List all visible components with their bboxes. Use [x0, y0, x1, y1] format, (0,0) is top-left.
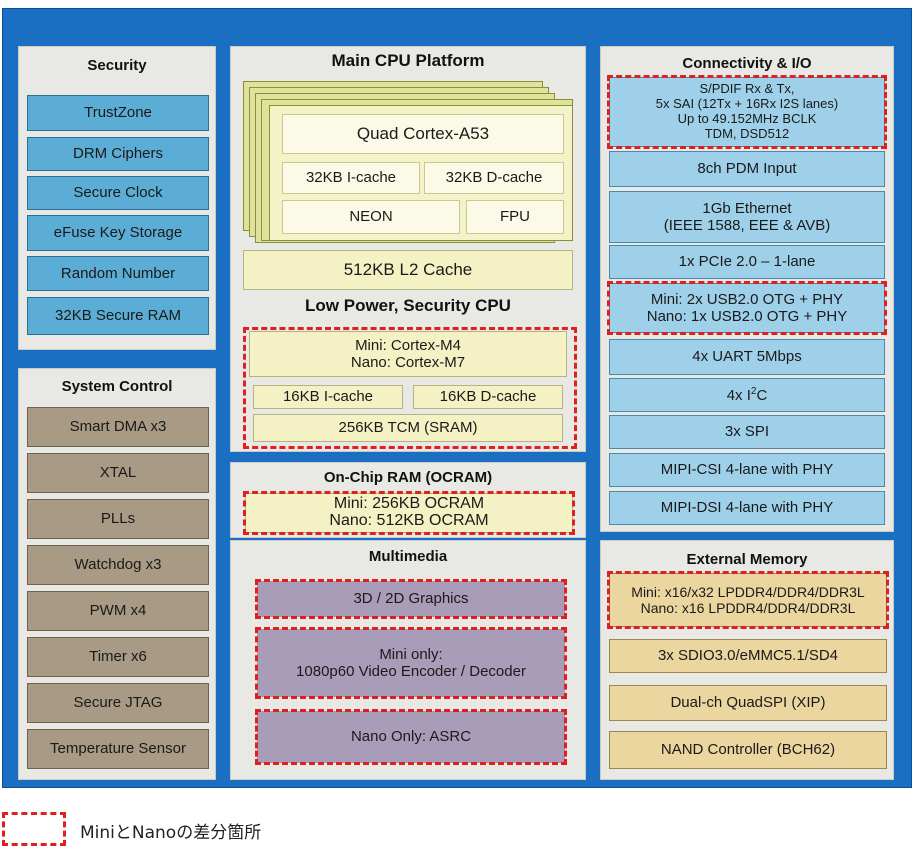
sysctl-item-dma: Smart DMA x3 [27, 407, 209, 447]
sysctl-item-plls: PLLs [27, 499, 209, 539]
low-power-cpu-title: Low Power, Security CPU [305, 296, 511, 315]
legend-dashed-marker [2, 812, 66, 846]
diff-marker-m-core [243, 327, 577, 449]
m-core-line1: Mini: Cortex-M4 [355, 336, 461, 354]
m-core-label: Mini: Cortex-M4 Nano: Cortex-M7 [249, 331, 567, 377]
uart-block: 4x UART 5Mbps [609, 339, 885, 375]
sdio-block: 3x SDIO3.0/eMMC5.1/SD4 [609, 639, 887, 673]
system-control-title: System Control [61, 378, 173, 395]
security-item-trustzone: TrustZone [27, 95, 209, 131]
i2c-text: 4x I2C [727, 386, 768, 404]
usb-line1: Mini: 2x USB2.0 OTG + PHY [650, 290, 844, 308]
video-codec-block: Mini only: 1080p60 Video Encoder / Decod… [257, 629, 565, 697]
diff-marker-usb [607, 281, 887, 335]
security-item-efuse: eFuse Key Storage [27, 215, 209, 251]
connectivity-panel: Connectivity & I/O S/PDIF Rx & Tx, 5x SA… [600, 46, 894, 532]
l1-dcache: 32KB D-cache [424, 162, 564, 194]
legend-text: MiniとNanoの差分箇所 [80, 823, 262, 843]
audio-line1: S/PDIF Rx & Tx, [699, 81, 795, 97]
audio-line2: 5x SAI (12Tx + 16Rx I2S lanes) [655, 96, 839, 112]
ocram-line1: Mini: 256KB OCRAM [333, 495, 485, 513]
m-core-line2: Nano: Cortex-M7 [350, 354, 466, 371]
diff-marker-ddr [607, 571, 889, 629]
i2c-block: 4x I2C [609, 378, 885, 412]
ocram-line2: Nano: 512KB OCRAM [329, 512, 489, 529]
fpu-unit: FPU [466, 200, 564, 234]
cpu-panel: Main CPU Platform Quad Cortex-A53 32KB I… [230, 46, 586, 452]
usb-block: Mini: 2x USB2.0 OTG + PHY Nano: 1x USB2.… [609, 283, 885, 333]
core-front: Quad Cortex-A53 32KB I-cache 32KB D-cach… [269, 105, 573, 241]
sysctl-item-timer: Timer x6 [27, 637, 209, 677]
qspi-block: Dual-ch QuadSPI (XIP) [609, 685, 887, 721]
ethernet-line1: 1Gb Ethernet [702, 199, 792, 217]
ethernet-block: 1Gb Ethernet (IEEE 1588, EEE & AVB) [609, 191, 885, 243]
ddr-block: Mini: x16/x32 LPDDR4/DDR4/DDR3L Nano: x1… [609, 573, 887, 627]
l1-icache: 32KB I-cache [282, 162, 420, 194]
i2c-superscript: 2 [750, 385, 757, 397]
security-title: Security [87, 57, 147, 74]
pcie-block: 1x PCIe 2.0 – 1-lane [609, 245, 885, 279]
sysctl-item-pwm: PWM x4 [27, 591, 209, 631]
video-line2: 1080p60 Video Encoder / Decoder [296, 663, 526, 680]
sysctl-item-temp-sensor: Temperature Sensor [27, 729, 209, 769]
main-core-label: Quad Cortex-A53 [282, 114, 564, 154]
m-dcache: 16KB D-cache [413, 385, 563, 409]
security-panel: Security TrustZone DRM Ciphers Secure Cl… [18, 46, 216, 350]
ddr-line1: Mini: x16/x32 LPDDR4/DDR4/DDR3L [631, 583, 865, 600]
asrc-block: Nano Only: ASRC [257, 711, 565, 763]
diff-marker-asrc [255, 709, 567, 765]
pdm-block: 8ch PDM Input [609, 151, 885, 187]
sysctl-item-jtag: Secure JTAG [27, 683, 209, 723]
diff-marker-audio [607, 75, 887, 149]
l2-cache: 512KB L2 Cache [243, 250, 573, 290]
ethernet-line2: (IEEE 1588, EEE & AVB) [663, 217, 831, 234]
diff-marker-video [255, 627, 567, 699]
main-cpu-title: Main CPU Platform [331, 51, 485, 70]
usb-line2: Nano: 1x USB2.0 OTG + PHY [646, 308, 848, 325]
system-control-panel: System Control Smart DMA x3 XTAL PLLs Wa… [18, 368, 216, 780]
dsi-block: MIPI-DSI 4-lane with PHY [609, 491, 885, 525]
neon-unit: NEON [282, 200, 460, 234]
spi-block: 3x SPI [609, 415, 885, 449]
external-memory-panel: External Memory Mini: x16/x32 LPDDR4/DDR… [600, 540, 894, 780]
nand-block: NAND Controller (BCH62) [609, 731, 887, 769]
sysctl-item-xtal: XTAL [27, 453, 209, 493]
connectivity-title: Connectivity & I/O [682, 55, 812, 72]
security-item-secure-clock: Secure Clock [27, 176, 209, 210]
m-icache: 16KB I-cache [253, 385, 403, 409]
i2c-suffix: C [756, 386, 768, 404]
ddr-line2: Nano: x16 LPDDR4/DDR4/DDR3L [640, 600, 856, 616]
security-item-secure-ram: 32KB Secure RAM [27, 297, 209, 335]
external-memory-title: External Memory [686, 551, 808, 568]
security-item-drm: DRM Ciphers [27, 137, 209, 171]
sysctl-item-watchdog: Watchdog x3 [27, 545, 209, 585]
multimedia-panel: Multimedia 3D / 2D Graphics Mini only: 1… [230, 540, 586, 780]
ocram-panel: On-Chip RAM (OCRAM) Mini: 256KB OCRAM Na… [230, 462, 586, 538]
diff-marker-graphics [255, 579, 567, 619]
m-tcm: 256KB TCM (SRAM) [253, 414, 563, 442]
audio-line3: Up to 49.152MHz BCLK [677, 111, 817, 126]
csi-block: MIPI-CSI 4-lane with PHY [609, 453, 885, 487]
i2c-prefix: 4x I [726, 386, 751, 404]
video-line1: Mini only: [379, 645, 443, 663]
audio-line4: TDM, DSD512 [704, 125, 790, 141]
multimedia-title: Multimedia [368, 548, 448, 565]
graphics-block: 3D / 2D Graphics [257, 581, 565, 617]
diff-marker-ocram [243, 491, 575, 535]
security-item-random: Random Number [27, 256, 209, 291]
ocram-title: On-Chip RAM (OCRAM) [323, 469, 493, 486]
